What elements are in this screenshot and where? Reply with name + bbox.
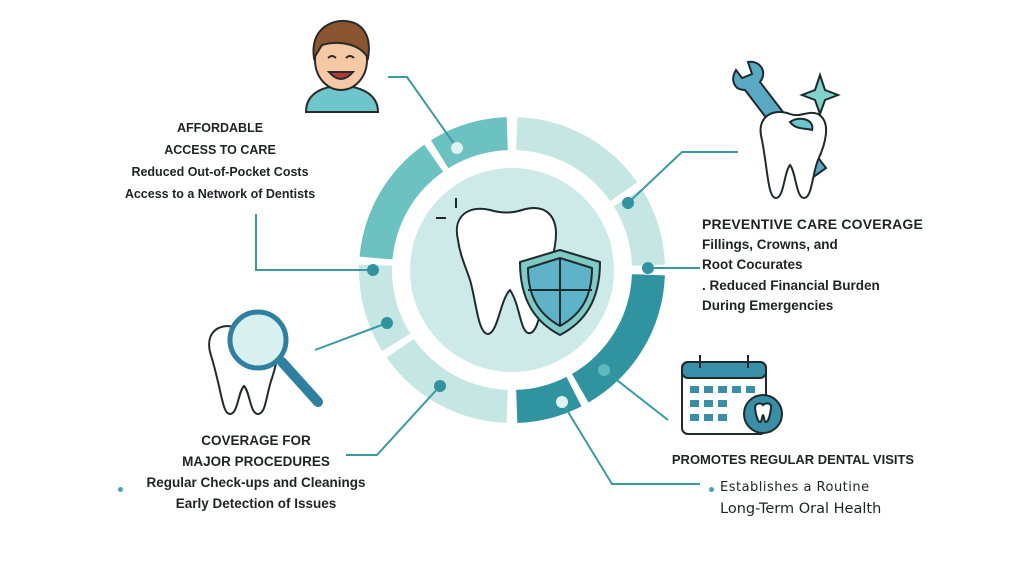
major-title-2: MAJOR PROCEDURES: [182, 454, 330, 469]
preventive-care-block: PREVENTIVE CARE COVERAGE Fillings, Crown…: [702, 214, 923, 317]
affordable-access-block: AFFORDABLE ACCESS TO CARE Reduced Out-of…: [100, 117, 340, 205]
regular-visits-block: PROMOTES REGULAR DENTAL VISITS Establish…: [662, 452, 924, 517]
major-procedures-block: COVERAGE FOR MAJOR PROCEDURES Regular Ch…: [116, 430, 396, 514]
tooth-magnifier-icon: [208, 309, 323, 416]
affordable-title-1: AFFORDABLE: [176, 121, 264, 135]
leader-line-preventive-icon: [627, 151, 738, 204]
leader-line-magnifier: [314, 322, 388, 351]
leader-line-major: [346, 385, 441, 456]
leader-line-affordable: [388, 76, 458, 149]
ring-segment: [386, 338, 508, 423]
preventive-line: Root Cocurates: [702, 257, 803, 272]
leader-lines: [255, 76, 738, 485]
ring-dots: [367, 142, 654, 408]
leader-line-visits: [561, 401, 700, 485]
ring-segment: [359, 144, 444, 260]
affordable-title-2: ACCESS TO CARE: [164, 143, 276, 157]
calendar-tooth-icon: [681, 355, 783, 435]
ring-segment: [359, 264, 411, 352]
visits-title: PROMOTES REGULAR DENTAL VISITS: [671, 452, 915, 467]
ring-segment: [516, 376, 582, 423]
affordable-item: Reduced Out-of-Pocket Costs: [131, 165, 309, 179]
visits-item: Establishes a Routine: [720, 480, 870, 495]
ring-segment: [572, 274, 665, 403]
ring-segment: [613, 188, 665, 266]
ring-segment: [430, 117, 508, 169]
major-title-1: COVERAGE FOR: [201, 433, 311, 448]
tooth-shield-icon: [436, 198, 601, 336]
segmented-ring: [359, 117, 665, 423]
major-item: Regular Check-ups and Cleanings: [146, 475, 366, 490]
leader-line-affordable-text: [255, 214, 373, 271]
major-item: Early Detection of Issues: [175, 496, 337, 511]
bullet-dot: [118, 487, 123, 492]
visits-item: Long-Term Oral Health: [720, 501, 882, 517]
preventive-line: During Emergencies: [702, 298, 834, 313]
leader-line-calendar: [603, 369, 669, 421]
preventive-line: Fillings, Crowns, and: [702, 236, 838, 252]
preventive-line: . Reduced Financial Burden: [702, 277, 880, 293]
bullet-dot: [709, 487, 714, 492]
smiling-person-icon: [304, 19, 380, 113]
preventive-title: PREVENTIVE CARE COVERAGE: [702, 216, 924, 232]
affordable-item: Access to a Network of Dentists: [124, 187, 316, 201]
tooth-wrench-sparkle-icon: [732, 60, 841, 200]
ring-segment: [516, 117, 638, 202]
